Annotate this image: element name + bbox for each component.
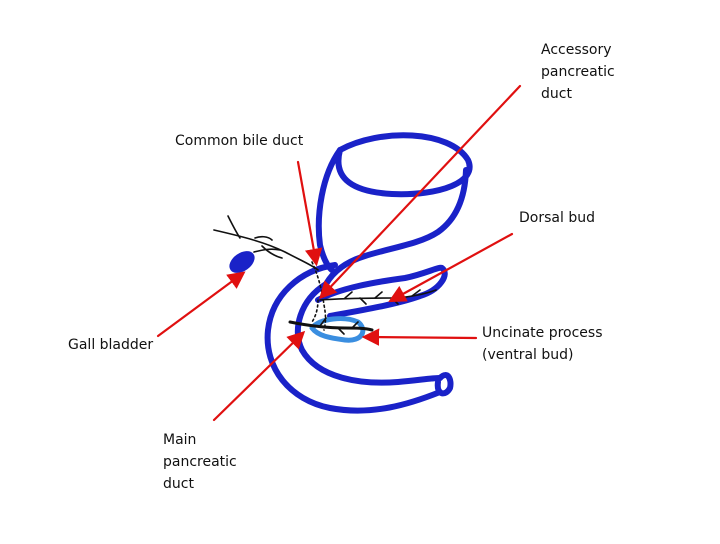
arrow-common-bile-duct: [296, 160, 323, 267]
label-main-duct-line2: pancreatic: [163, 454, 237, 470]
hepatic-branch-upper: [227, 215, 241, 239]
pancreas-outline: [264, 132, 473, 414]
label-main-duct-line1: Main: [163, 432, 197, 448]
main-duct-branch-2: [337, 327, 345, 335]
accessory-branch-1: [344, 291, 353, 299]
arrow-gall-bladder: [156, 271, 246, 338]
label-accessory-duct-line1: Accessory: [541, 42, 612, 58]
label-accessory-duct: Accessory pancreatic duct: [541, 39, 615, 105]
hepatic-branch-right: [254, 235, 273, 241]
main-duct-branch-1: [319, 317, 327, 327]
label-uncinate-process: Uncinate process (ventral bud): [482, 322, 603, 366]
label-accessory-duct-line2: pancreatic: [541, 64, 615, 80]
label-uncinate-line1: Uncinate process: [482, 325, 603, 341]
label-main-duct-line3: duct: [163, 476, 194, 492]
duct-junction-dots: [311, 299, 319, 323]
label-common-bile-duct: Common bile duct: [175, 133, 304, 149]
dorsal-bud-top-ellipse: [335, 132, 473, 198]
dorsal-bud-right-wall: [323, 167, 469, 287]
accessory-branch-3: [374, 291, 383, 299]
duodenum-distal-end: [434, 372, 454, 397]
accessory-branch-2: [359, 297, 367, 305]
common-bile-duct-line: [311, 261, 327, 331]
accessory-branch-5: [411, 289, 421, 297]
leader-arrows: [156, 84, 522, 422]
label-accessory-duct-line3: duct: [541, 86, 572, 102]
label-uncinate-line2: (ventral bud): [482, 347, 574, 363]
label-dorsal-bud: Dorsal bud: [519, 210, 595, 226]
duodenum-outer-loop: [264, 262, 443, 414]
cystic-duct: [253, 248, 281, 253]
arrow-dorsal-bud: [388, 232, 514, 303]
arrow-accessory-duct: [318, 84, 522, 300]
main-duct-branch-3: [351, 321, 359, 329]
hepatic-branch-lower: [261, 245, 283, 259]
gall-bladder-shape: [229, 251, 255, 273]
duct-network: [213, 215, 437, 335]
dorsal-bud-tail: [315, 264, 448, 319]
arrow-uncinate: [361, 328, 478, 346]
duodenum-inner-curve: [294, 281, 443, 386]
label-main-duct: Main pancreatic duct: [163, 429, 237, 495]
label-gall-bladder: Gall bladder: [68, 337, 154, 353]
arrow-main-duct: [212, 330, 306, 422]
